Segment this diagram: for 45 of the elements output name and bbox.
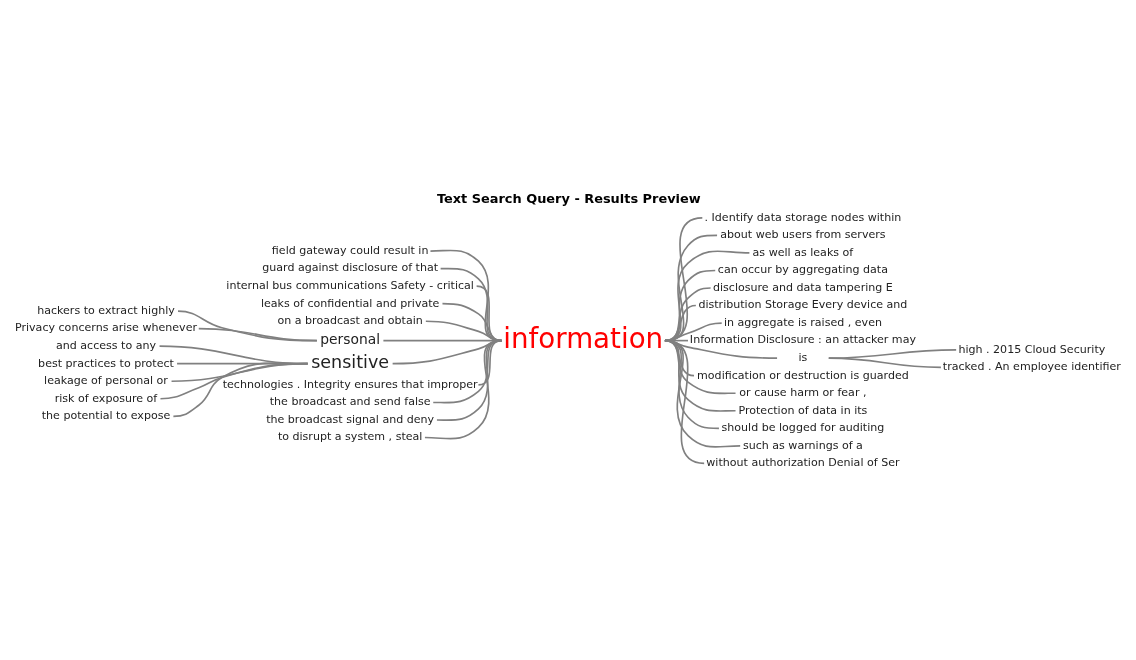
node-text: technologies . Integrity ensures that improper (222, 377, 478, 391)
node-text: high . 2015 Cloud Security (958, 342, 1106, 356)
node-text: and access to any (55, 339, 157, 353)
node-text: the broadcast and send false (269, 395, 431, 409)
node-text: or cause harm or fear , (739, 386, 867, 400)
node-text: should be logged for auditing (721, 421, 885, 435)
connector (177, 310, 318, 342)
node-text: risk of exposure of (54, 391, 158, 405)
node-text: is (798, 351, 808, 365)
connector (197, 327, 318, 342)
node-text: Information Disclosure : an attacker may (689, 333, 916, 347)
node-text: on a broadcast and obtain (277, 314, 423, 328)
node-text: to disrupt a system , steal (277, 430, 423, 444)
node-text: Privacy concerns arise whenever (14, 321, 198, 335)
connector (424, 339, 503, 440)
node-text: about web users from servers (720, 228, 886, 242)
node-text: leakage of personal or (44, 374, 168, 388)
connector (159, 362, 309, 400)
node-text: can occur by aggregating data (717, 263, 888, 277)
connector (664, 339, 778, 359)
node-text: disclosure and data tampering E (713, 280, 893, 294)
node-text: the broadcast signal and deny (266, 412, 435, 426)
node-text: . Identify data storage nodes within (704, 210, 902, 224)
node-text: without authorization Denial of Ser (706, 456, 900, 470)
connector (664, 339, 705, 465)
node-text: modification or destruction is guarded (697, 368, 909, 382)
node-text: in aggregate is raised , even (723, 315, 882, 329)
node-text: distribution Storage Every device and (698, 298, 908, 312)
node-text: sensitive (311, 352, 390, 373)
node-text: the potential to expose (41, 409, 171, 423)
node-text: tracked . An employee identifier (942, 360, 1121, 374)
node-text: field gateway could result in (271, 243, 429, 257)
node-text: as well as leaks of (752, 245, 854, 259)
node-text: hackers to extract highly (37, 303, 175, 317)
connector (827, 357, 942, 369)
node-text: guard against disclosure of that (262, 261, 439, 275)
node-text: information (503, 321, 664, 355)
diagram-title: Text Search Query - Results Preview (436, 190, 701, 206)
node-text: Protection of data in its (738, 403, 868, 417)
node-text: personal (320, 330, 381, 347)
node-text: leaks of confidential and private (260, 296, 440, 310)
node-text: best practices to protect (38, 356, 174, 370)
node-text: internal bus communications Safety - critical (226, 279, 474, 293)
connector (172, 362, 309, 418)
node-text: such as warnings of a (742, 438, 863, 452)
